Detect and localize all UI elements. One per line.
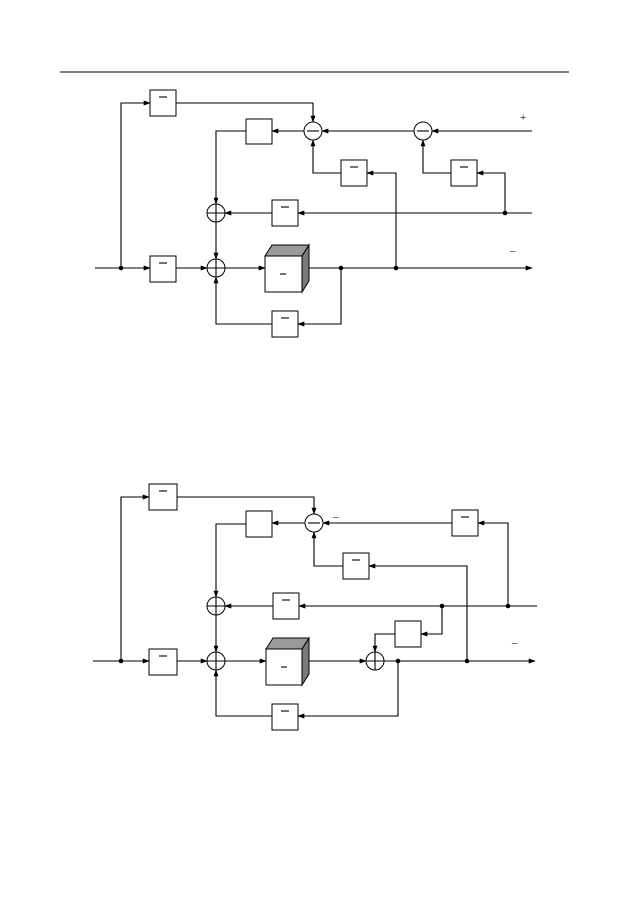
block-input-top: [149, 255, 177, 283]
block-disturbance-path: [394, 620, 422, 648]
feedforward-branch-bottom: [120, 494, 150, 661]
block-controller-bottom: [245, 510, 273, 538]
sum-junction-error-top: [303, 121, 323, 141]
label-plus-top: +: [520, 112, 526, 124]
label-minus-output-bottom: –: [511, 637, 518, 649]
node-dot: [505, 603, 511, 609]
output-to-feedback-1: [366, 170, 397, 268]
sum-junction-main-bottom: [206, 651, 226, 671]
feedforward-branch-top: [120, 100, 151, 268]
diagram-bottom: – –: [93, 483, 537, 731]
inner-feedback-to-sum-top: [213, 276, 272, 325]
label-minus-output-top: –: [509, 245, 516, 257]
controller-to-mid-sum-bottom: [213, 523, 246, 598]
block-inner-feedback-bottom: [271, 703, 299, 731]
feedback-2-to-reference-sum: [420, 139, 451, 174]
sum-junction-reference-top: [413, 121, 433, 141]
block-input-bottom: [148, 648, 178, 676]
feedforward-to-error-bottom: [177, 496, 317, 515]
block-feedback-a: [451, 509, 479, 537]
node-dot: [338, 265, 344, 271]
sum-junction-error-bottom: [304, 513, 324, 533]
node-dot: [118, 265, 124, 271]
sum-junction-mid-bottom: [206, 596, 226, 616]
label-minus-sum-bottom: –: [332, 511, 339, 523]
block-feedforward-top: [149, 89, 177, 117]
inner-feedback-line-bottom: [297, 661, 399, 719]
output-to-feedback-b: [368, 563, 468, 661]
node-dot: [118, 658, 124, 664]
block-disturbance-top: [271, 199, 299, 227]
block-feedforward-bottom: [148, 483, 178, 511]
feedback-b-to-error: [311, 531, 343, 567]
node-dot: [395, 658, 401, 664]
controller-to-mid-sum-top: [213, 130, 246, 205]
plant-block-top: [264, 243, 310, 294]
block-disturbance-bottom: [272, 592, 300, 620]
node-dot: [439, 603, 445, 609]
sum-junction-output-bottom: [365, 651, 385, 671]
node-dot: [502, 210, 508, 216]
sum-junction-mid-top: [206, 203, 226, 223]
block-feedback-1: [340, 159, 368, 187]
node-dot: [393, 265, 399, 271]
inner-feedback-to-sum-bottom: [213, 669, 272, 717]
feedback-1-to-error: [310, 139, 341, 174]
block-controller-top: [245, 118, 273, 145]
block-inner-feedback-top: [271, 310, 299, 338]
node-dot: [464, 658, 470, 664]
plant-block-bottom: [265, 636, 310, 687]
sum-junction-main-top: [206, 258, 226, 278]
disturbance-to-path-block: [420, 606, 443, 637]
inner-feedback-line-top: [297, 268, 342, 327]
disturbance-to-feedback-a: [477, 520, 509, 606]
disturbance-to-feedback-2: [476, 170, 506, 213]
diagram-top: + –: [95, 89, 533, 338]
path-block-to-output-sum: [372, 633, 395, 653]
block-feedback-2: [450, 159, 478, 187]
feedforward-to-error-top: [176, 102, 316, 123]
block-feedback-b: [342, 552, 370, 580]
